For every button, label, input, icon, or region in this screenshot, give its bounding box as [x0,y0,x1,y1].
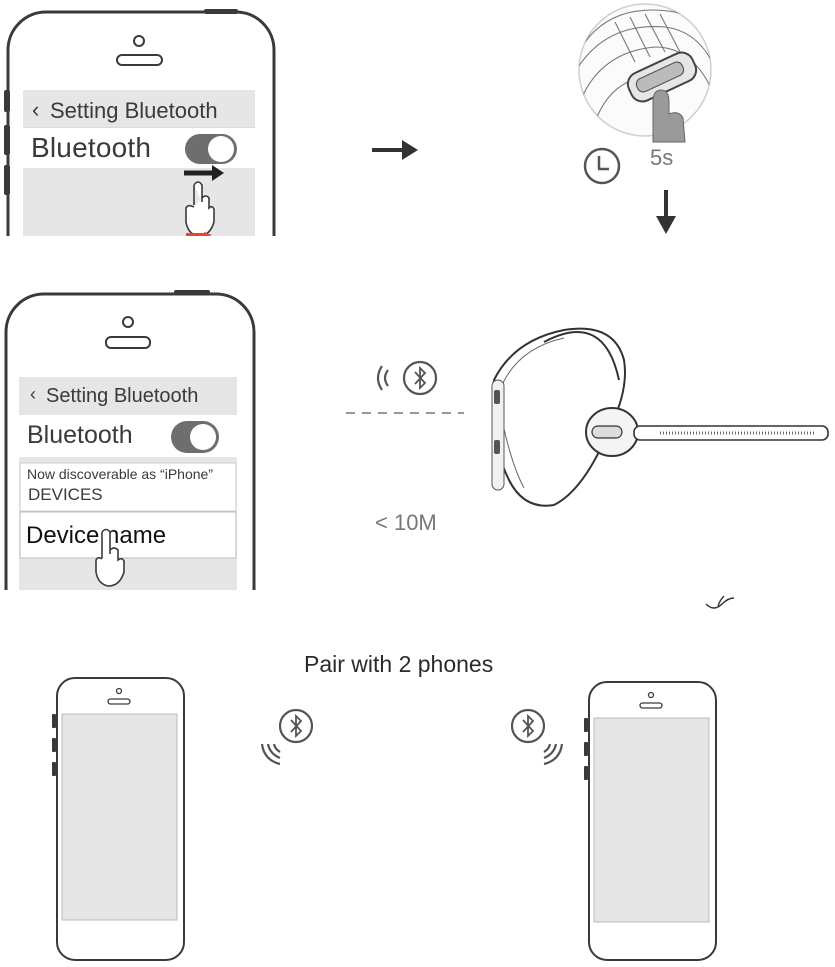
step3-phone-frame [4,290,256,590]
bluetooth-icon-right [510,708,564,766]
settings-header: Setting Bluetooth [50,98,218,123]
pair-caption: Pair with 2 phones [304,651,494,677]
phone-left [52,677,185,961]
bluetooth-signal-icon [376,360,438,396]
bluetooth-toggle-label-2: Bluetooth [27,421,133,449]
arrow-right-icon [372,140,418,160]
phone-right [584,681,717,961]
arrow-down-icon [656,190,676,234]
headset-illustration [491,327,829,507]
headset-button-closeup [578,3,712,143]
settings-header-2: Setting Bluetooth [46,385,199,407]
toggle-switch-icon-2[interactable] [170,420,224,454]
device-name-item[interactable]: Device name [26,522,167,549]
bluetooth-toggle-label: Bluetooth [31,132,152,163]
hand-pointer-icon [184,165,224,236]
clock-icon [583,147,621,185]
sparkle-mark [705,595,735,609]
back-chevron-icon-2[interactable]: ‹ [30,384,36,404]
red-arrow-icon [186,232,212,236]
hand-pointer-icon-2 [95,528,125,587]
devices-label: DEVICES [28,485,103,504]
step1-phone-frame [4,9,276,236]
back-chevron-icon[interactable]: ‹ [32,97,40,122]
timer-label: 5s [650,145,674,170]
bluetooth-icon-left [260,708,314,766]
range-dashed-line [346,412,464,414]
step3-phone: ‹ Setting Bluetooth Bluetooth Now discov… [0,288,270,590]
step1-phone: ‹ Setting Bluetooth Bluetooth [0,0,290,236]
discoverable-text: Now discoverable as “iPhone” [27,466,213,482]
toggle-switch-icon[interactable] [184,133,240,167]
range-label: < 10M [375,510,437,535]
